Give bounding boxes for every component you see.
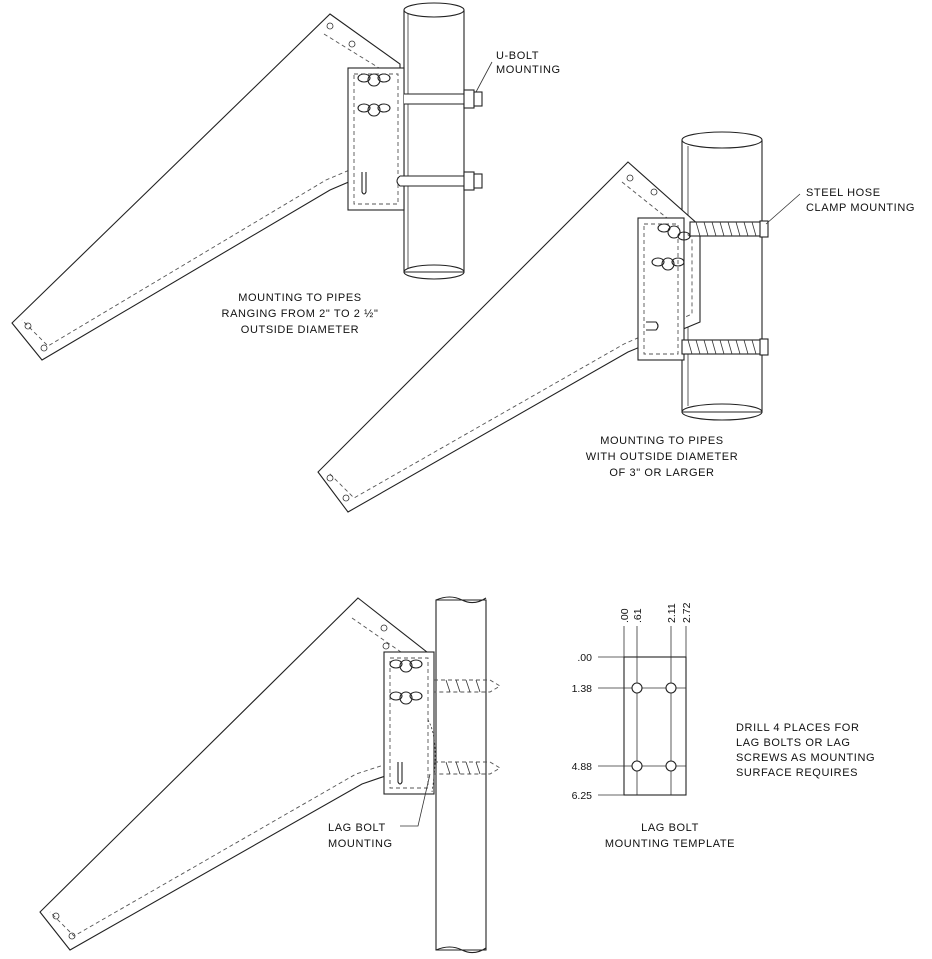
pipes-small-caption-3: OUTSIDE DIAMETER <box>241 324 359 336</box>
y-dim-label: .00 <box>577 652 592 664</box>
mounting-plate-2 <box>637 217 685 361</box>
lag-bolt-template <box>598 626 687 796</box>
hose-clamp-assembly <box>317 131 801 513</box>
wing-nut-6 <box>389 691 423 705</box>
hose-clamp-top <box>689 220 769 238</box>
lag-label-2: MOUNTING <box>328 838 393 850</box>
x-dim-label: .61 <box>632 608 644 623</box>
hose-clamp-bottom <box>681 338 769 356</box>
lag-bolt-bottom <box>434 761 501 775</box>
ubolt-label-2: MOUNTING <box>496 64 561 76</box>
drill-note-4: SURFACE REQUIRES <box>736 767 858 779</box>
drill-hole <box>631 682 643 694</box>
template-outline <box>623 656 687 796</box>
pipes-large-caption-2: WITH OUTSIDE DIAMETER <box>586 451 739 463</box>
pipes-large-caption-3: OF 3" OR LARGER <box>609 467 714 479</box>
wing-nut-3 <box>657 223 691 241</box>
y-dim-label: 1.38 <box>572 683 593 695</box>
drill-hole <box>665 760 677 772</box>
pipes-small-caption-1: MOUNTING TO PIPES <box>238 292 361 304</box>
lag-leader <box>400 773 431 827</box>
pipes-small-caption-2: RANGING FROM 2" TO 2 ½" <box>222 308 379 320</box>
lag-label-1: LAG BOLT <box>328 822 386 834</box>
pipes-large-caption-1: MOUNTING TO PIPES <box>600 435 723 447</box>
hose-leader <box>765 193 801 225</box>
drill-note-2: LAG BOLTS OR LAG <box>736 737 851 749</box>
x-dim-label: 2.72 <box>681 602 693 623</box>
drill-note-3: SCREWS AS MOUNTING <box>736 752 875 764</box>
template-title-2: MOUNTING TEMPLATE <box>605 838 735 850</box>
y-dim-label: 6.25 <box>572 790 593 802</box>
lag-bolt-top <box>434 679 501 693</box>
wing-nut-1 <box>357 73 391 87</box>
ubolt-label-1: U-BOLT <box>496 50 539 62</box>
drill-note-1: DRILL 4 PLACES FOR <box>736 722 860 734</box>
wall-surface <box>435 596 487 954</box>
pipe-small <box>403 2 465 280</box>
hose-label-2: CLAMP MOUNTING <box>806 202 915 214</box>
u-bolt-bottom <box>396 171 483 191</box>
y-dim-label: 4.88 <box>572 761 593 773</box>
x-dim-label: .00 <box>619 608 631 623</box>
drill-hole <box>665 682 677 694</box>
lag-bolt-assembly <box>39 596 501 954</box>
wing-nut-4 <box>651 257 685 271</box>
drill-hole <box>631 760 643 772</box>
bracket-arm-3 <box>39 597 433 951</box>
ubolt-leader <box>475 61 493 93</box>
ubolt-assembly <box>11 2 493 361</box>
x-dim-label: 2.11 <box>666 603 678 623</box>
u-bolt-top <box>404 89 483 109</box>
hose-label-1: STEEL HOSE <box>806 187 881 199</box>
mounting-plate-3 <box>383 651 436 795</box>
template-title-1: LAG BOLT <box>641 822 699 834</box>
wing-nut-2 <box>357 103 391 117</box>
mounting-plate-1 <box>347 67 405 211</box>
wing-nut-5 <box>389 659 423 673</box>
